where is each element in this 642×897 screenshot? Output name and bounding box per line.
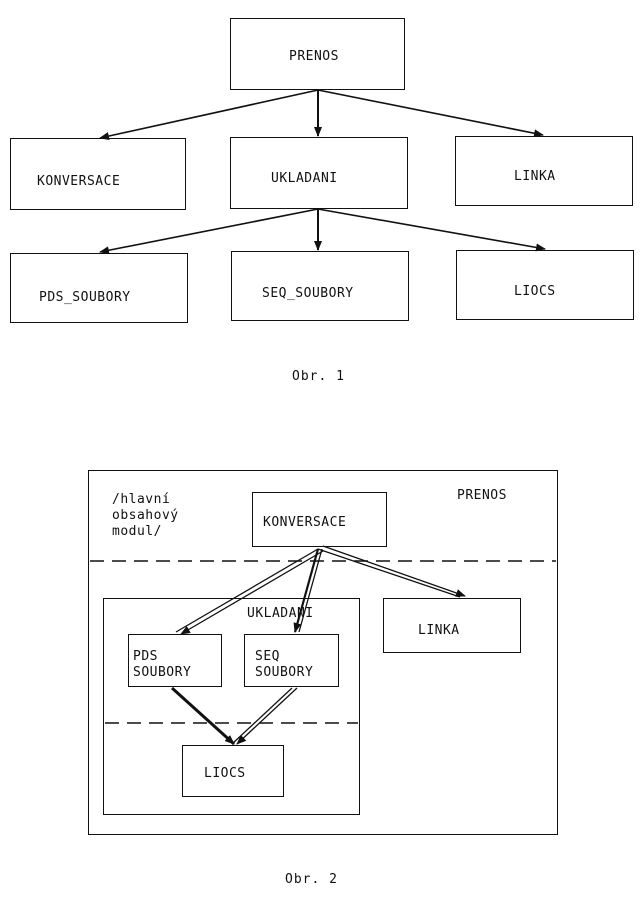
figure1-caption: Obr. 1 — [292, 369, 345, 384]
edge-prenos-konversace — [99, 89, 319, 140]
main-module-note-line-2: obsahový — [112, 508, 179, 523]
node-konversace-label: KONVERSACE — [37, 174, 121, 189]
main-module-note: /hlavní obsahový modul/ — [112, 492, 179, 540]
ukladani-container-label: UKLADANI — [245, 606, 316, 621]
node2-seq-line-1: SEQ — [255, 649, 280, 664]
node2-liocs-label: LIOCS — [204, 766, 246, 781]
node2-konversace: KONVERSACE — [252, 492, 387, 547]
node2-seq-line-2: SOUBORY — [255, 665, 314, 680]
edge-ukladani-pds — [99, 208, 319, 255]
node2-konversace-label: KONVERSACE — [263, 515, 347, 530]
node2-pds-line-1: PDS — [133, 649, 158, 664]
node-seq-soubory-label: SEQ_SOUBORY — [262, 286, 354, 301]
edge-prenos-linka — [317, 89, 544, 138]
node-liocs-label: LIOCS — [514, 284, 556, 299]
node2-seq-soubory: SEQ SOUBORY — [244, 634, 339, 687]
node2-pds-soubory: PDS SOUBORY — [128, 634, 222, 687]
node2-pds-line-2: SOUBORY — [133, 665, 192, 680]
node-prenos-label: PRENOS — [289, 49, 339, 64]
node2-linka: LINKA — [383, 598, 521, 653]
node-prenos: PRENOS — [230, 18, 405, 90]
node-ukladani: UKLADANI — [230, 137, 408, 209]
node-ukladani-label: UKLADANI — [271, 171, 338, 186]
node-konversace: KONVERSACE — [10, 138, 186, 210]
node-liocs: LIOCS — [456, 250, 634, 320]
node2-seq-soubory-label: SEQ SOUBORY — [255, 649, 313, 681]
main-module-note-line-1: /hlavní — [112, 492, 171, 507]
node2-pds-soubory-label: PDS SOUBORY — [133, 649, 191, 681]
node-seq-soubory: SEQ_SOUBORY — [231, 251, 409, 321]
node-pds-soubory: PDS_SOUBORY — [10, 253, 188, 323]
figure2-caption: Obr. 2 — [285, 872, 338, 887]
node2-linka-label: LINKA — [418, 623, 460, 638]
node-linka-label: LINKA — [514, 169, 556, 184]
node-linka: LINKA — [455, 136, 633, 206]
edge-ukladani-liocs — [317, 208, 546, 252]
main-module-note-line-3: modul/ — [112, 524, 162, 539]
node-pds-soubory-label: PDS_SOUBORY — [39, 290, 131, 305]
outer-module-label: PRENOS — [457, 488, 507, 503]
node2-liocs: LIOCS — [182, 745, 284, 797]
